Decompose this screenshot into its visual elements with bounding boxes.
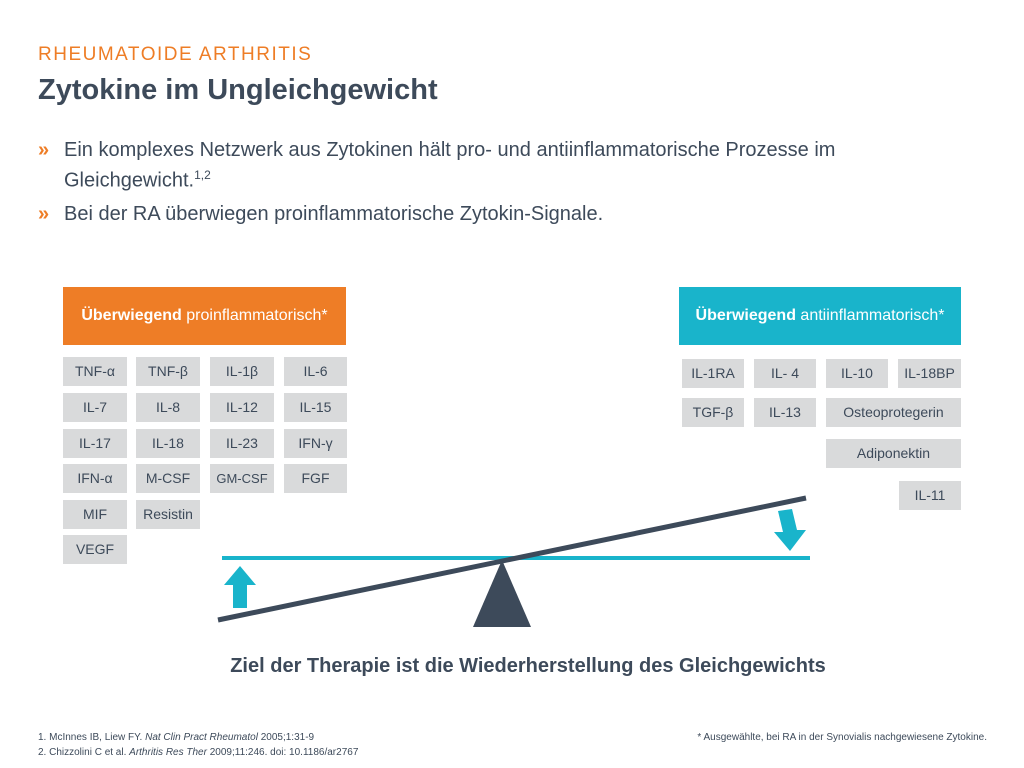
cytokine-box-pro: M-CSF: [136, 464, 200, 493]
cytokine-box-anti: IL- 4: [754, 359, 816, 388]
cytokine-box-pro: MIF: [63, 500, 127, 529]
cytokine-box-pro: IL-23: [210, 429, 274, 458]
cytokine-box-pro: IL-8: [136, 393, 200, 422]
cytokine-box-anti: Osteoprotegerin: [826, 398, 961, 427]
page-title: Zytokine im Ungleichgewicht: [38, 74, 438, 106]
cytokine-box-pro: IL-17: [63, 429, 127, 458]
cytokine-box-anti: IL-18BP: [898, 359, 961, 388]
cytokine-box-pro: FGF: [284, 464, 347, 493]
cytokine-box-pro: GM-CSF: [210, 464, 274, 493]
reference-marker: 1,2: [194, 168, 211, 182]
cytokine-box-pro: Resistin: [136, 500, 200, 529]
header-bold: Überwiegend: [81, 307, 182, 324]
bullet-marker: »: [38, 203, 50, 225]
asterisk-footnote: * Ausgewählte, bei RA in der Synovialis …: [697, 732, 987, 743]
cytokine-box-pro: IL-7: [63, 393, 127, 422]
arrow-down-icon: [774, 509, 806, 551]
antiinflammatory-header: Überwiegend antiinflammatorisch*: [679, 287, 961, 345]
cytokine-box-anti: IL-1RA: [682, 359, 744, 388]
cytokine-box-pro: IL-12: [210, 393, 274, 422]
cytokine-box-pro: IL-18: [136, 429, 200, 458]
cytokine-box-anti: IL-11: [899, 481, 961, 510]
cytokine-box-anti: TGF-β: [682, 398, 744, 427]
cytokine-box-anti: IL-10: [826, 359, 888, 388]
cytokine-box-pro: TNF-α: [63, 357, 127, 386]
header-rest: antiinflammatorisch*: [795, 307, 945, 324]
arrow-up-icon: [224, 566, 256, 608]
header-rest: proinflammatorisch*: [181, 307, 328, 324]
reference-item: 1. McInnes IB, Liew FY. Nat Clin Pract R…: [38, 732, 315, 743]
bullet-text: Ein komplexes Netzwerk aus Zytokinen häl…: [64, 139, 836, 192]
cytokine-box-pro: IL-15: [284, 393, 347, 422]
cytokine-box-pro: VEGF: [63, 535, 127, 564]
cytokine-box-anti: Adiponektin: [826, 439, 961, 468]
cytokine-box-pro: IFN-α: [63, 464, 127, 493]
cytokine-box-anti: IL-13: [754, 398, 816, 427]
cytokine-box-pro: TNF-β: [136, 357, 200, 386]
proinflammatory-header: Überwiegend proinflammatorisch*: [63, 287, 346, 345]
fulcrum-triangle: [473, 560, 531, 627]
reference-item: 2. Chizzolini C et al. Arthritis Res The…: [38, 747, 359, 758]
section-kicker: RHEUMATOIDE ARTHRITIS: [38, 44, 313, 65]
cytokine-box-pro: IL-6: [284, 357, 347, 386]
bullet-text: Bei der RA überwiegen proinflammatorisch…: [64, 203, 604, 225]
tilted-beam: [217, 495, 807, 623]
bullet-marker: »: [38, 139, 50, 161]
therapy-goal-statement: Ziel der Therapie ist die Wiederherstell…: [230, 655, 826, 677]
cytokine-box-pro: IFN-γ: [284, 429, 347, 458]
bullet-item: » Bei der RA überwiegen proinflammatoris…: [38, 202, 968, 227]
cytokine-box-pro: IL-1β: [210, 357, 274, 386]
header-bold: Überwiegend: [695, 307, 796, 324]
bullet-item: » Ein komplexes Netzwerk aus Zytokinen h…: [38, 138, 968, 194]
reference-list: 1. McInnes IB, Liew FY. Nat Clin Pract R…: [38, 730, 358, 760]
